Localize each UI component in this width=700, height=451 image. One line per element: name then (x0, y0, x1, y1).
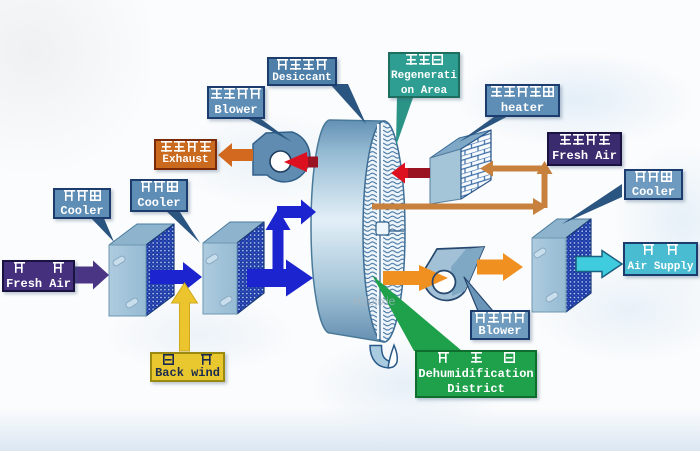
svg-text:xtdpjixie: xtdpjixie (352, 294, 396, 308)
